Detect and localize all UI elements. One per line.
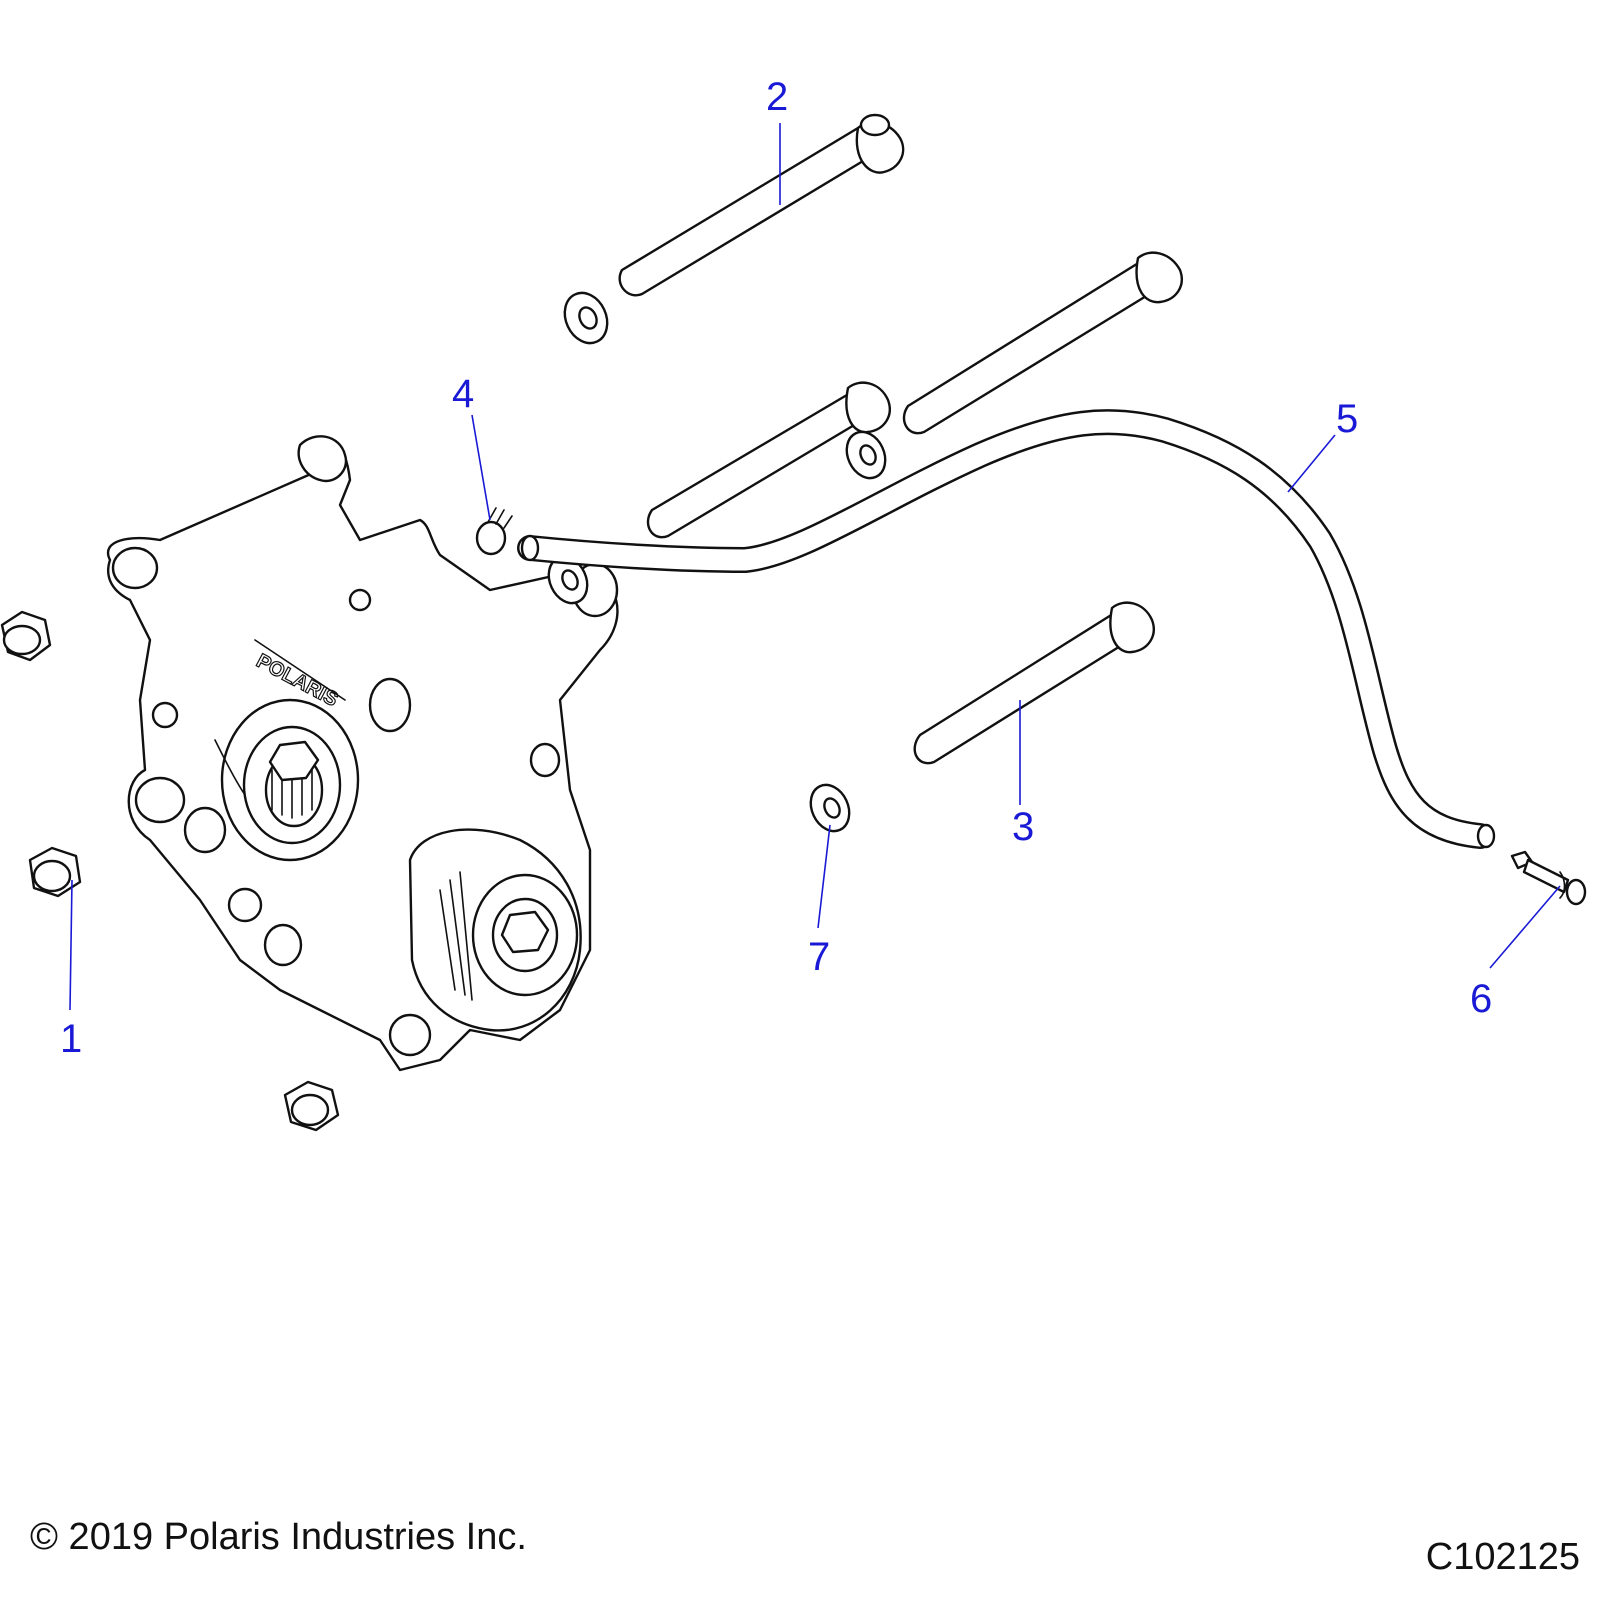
bolt-item-3 [913,601,1155,765]
callout-7: 7 [808,935,830,979]
flange-nut-middle-left [28,846,82,898]
washer-top [563,291,609,345]
callout-2: 2 [766,75,788,119]
vent-hose [517,409,1496,849]
leader-line-1 [69,879,73,1011]
bolt-upper-right [902,251,1183,435]
gearcase-housing: POLARIS [106,435,619,1072]
flange-nut-bottom [283,1080,340,1132]
figure-code: C102125 [1425,1536,1580,1578]
flange-nut-top-left [0,610,52,662]
leader-line-5 [1287,434,1336,493]
leader-line-6 [1489,885,1561,969]
callout-4: 4 [452,372,474,416]
callout-1: 1 [60,1017,82,1061]
callout-6: 6 [1470,977,1492,1021]
hose-clamp [475,507,513,556]
leader-line-7 [817,824,831,929]
bolt-middle [646,381,891,539]
washer-item-7 [809,783,851,833]
vent-fitting [1510,850,1587,906]
leader-line-4 [471,414,491,521]
callout-3: 3 [1012,805,1034,849]
callout-5: 5 [1336,397,1358,441]
washer-middle [845,430,887,480]
copyright-notice: © 2019 Polaris Industries Inc. [30,1516,527,1558]
bolt-item-2 [618,113,905,297]
